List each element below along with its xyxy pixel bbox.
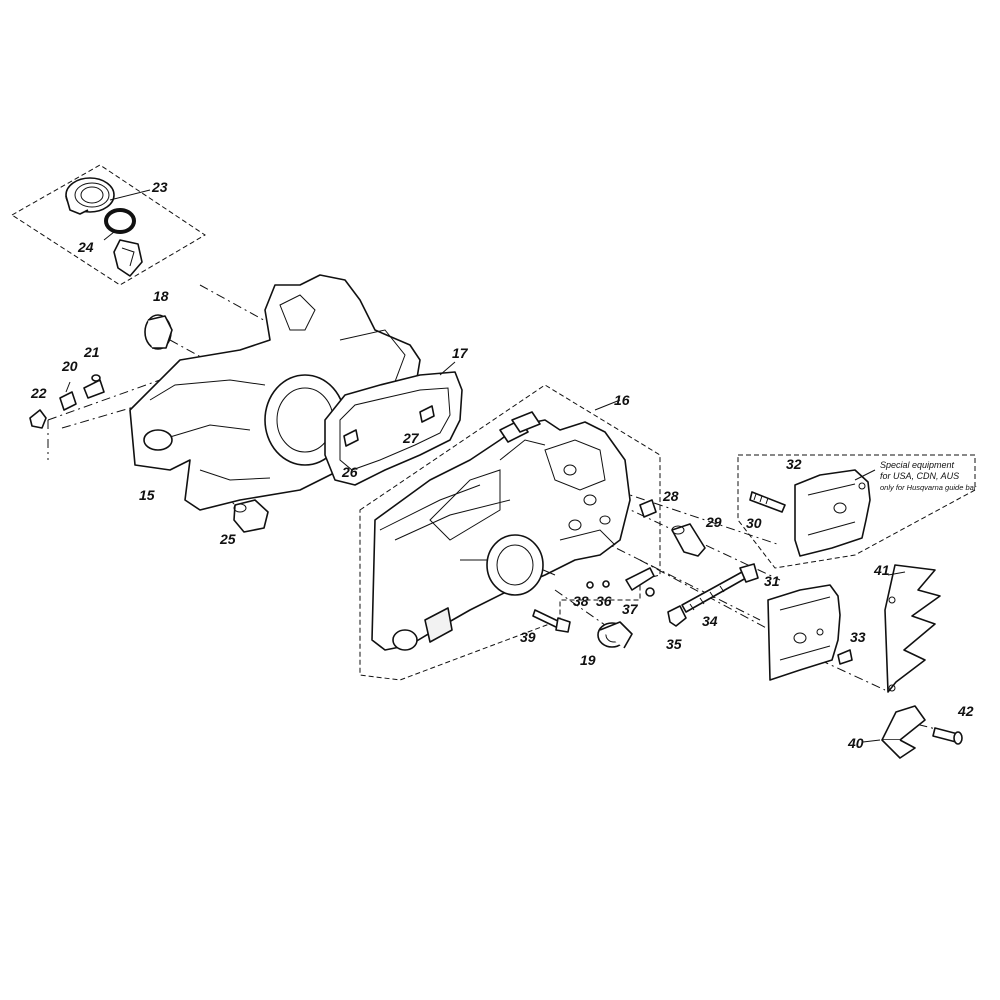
nut-part-38 — [586, 581, 594, 589]
callout-26: 26 — [341, 464, 358, 480]
crankcase-right-part-16 — [371, 411, 631, 651]
bumper-part-25 — [233, 499, 269, 533]
callout-21: 21 — [83, 344, 100, 360]
callout-18: 18 — [153, 288, 169, 304]
stud-part-30 — [749, 491, 786, 513]
screw-part-34 — [681, 563, 759, 613]
callout-33: 33 — [850, 629, 866, 645]
seal-part-18 — [144, 314, 173, 350]
note-line-2: for USA, CDN, AUS — [880, 471, 959, 481]
bar-plate-part-31 — [767, 584, 841, 681]
callout-27: 27 — [402, 430, 420, 446]
screw-part-28 — [639, 499, 657, 518]
callout-labels: 23 24 18 21 20 22 15 25 17 26 27 16 28 2… — [30, 179, 974, 751]
pin-part-26 — [343, 429, 359, 447]
callout-37: 37 — [622, 601, 639, 617]
pin-part-27 — [419, 405, 435, 423]
bracket-part-37 — [625, 567, 655, 597]
kit-23-24-frame — [11, 164, 206, 286]
callout-19: 19 — [580, 652, 596, 668]
kit-16-frame — [359, 384, 661, 681]
callout-35: 35 — [666, 636, 682, 652]
callout-36: 36 — [596, 593, 612, 609]
bar-plate-part-32 — [794, 469, 871, 557]
clip-part-22 — [29, 409, 47, 429]
special-equipment-note: Special equipment for USA, CDN, AUS only… — [880, 460, 977, 492]
pin-part-35 — [667, 605, 687, 627]
callout-24: 24 — [77, 239, 94, 255]
callout-15: 15 — [139, 487, 155, 503]
callout-20: 20 — [61, 358, 78, 374]
callout-42: 42 — [957, 703, 974, 719]
kit-30-32-frame — [737, 454, 976, 569]
gasket-part-17 — [324, 371, 463, 486]
stud-part-29 — [671, 523, 706, 557]
screw-part-42 — [932, 727, 963, 745]
callout-31: 31 — [764, 573, 780, 589]
callout-22: 22 — [30, 385, 47, 401]
callout-25: 25 — [219, 531, 236, 547]
callout-34: 34 — [702, 613, 718, 629]
washer-part-36 — [602, 580, 610, 588]
leader-lines — [439, 361, 906, 743]
screw-part-33 — [837, 649, 853, 665]
callout-30: 30 — [746, 515, 762, 531]
callout-16: 16 — [614, 392, 630, 408]
callout-40: 40 — [847, 735, 864, 751]
screw-part-20 — [59, 381, 77, 411]
callout-17: 17 — [452, 345, 469, 361]
note-line-1: Special equipment — [880, 460, 955, 470]
spike-part-41 — [884, 564, 941, 693]
o-ring-part-24 — [103, 208, 143, 277]
note-line-3: only for Husqvarna guide bar — [880, 483, 977, 492]
spike-part-40 — [881, 705, 926, 759]
callout-41: 41 — [873, 562, 890, 578]
cap-part-23 — [65, 177, 151, 215]
callout-39: 39 — [520, 629, 536, 645]
nipple-part-21 — [83, 374, 105, 399]
callout-38: 38 — [573, 593, 589, 609]
callout-28: 28 — [662, 488, 679, 504]
callout-32: 32 — [786, 456, 802, 472]
callout-29: 29 — [705, 514, 722, 530]
callout-23: 23 — [151, 179, 168, 195]
screw-part-39 — [532, 609, 571, 633]
seal-part-19 — [597, 621, 633, 649]
